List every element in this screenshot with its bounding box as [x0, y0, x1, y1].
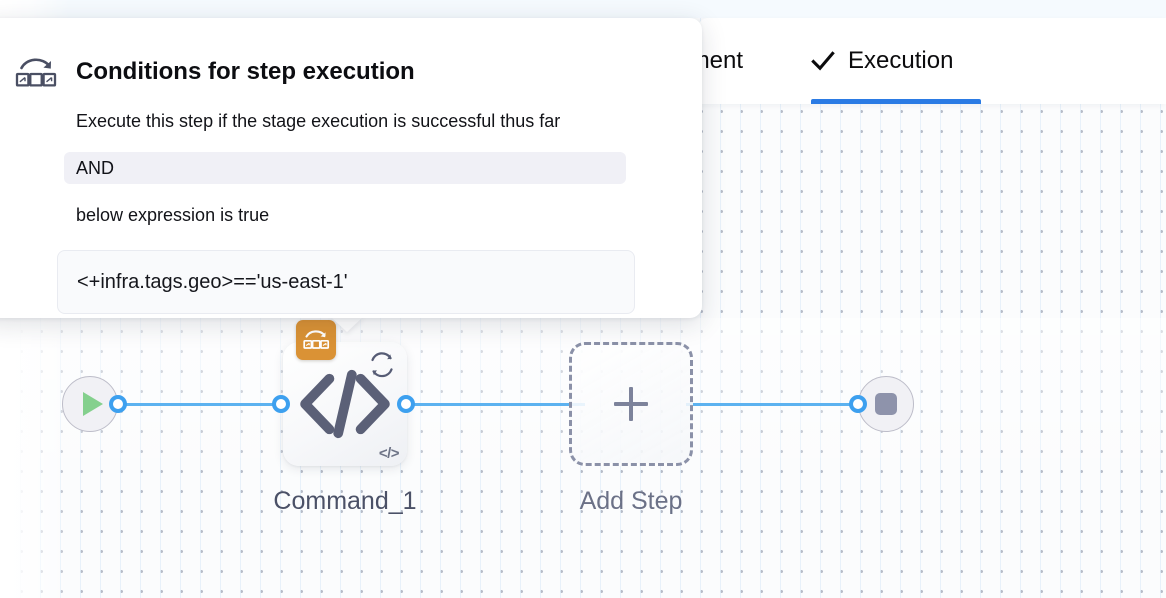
- step-type-badge: [296, 320, 336, 360]
- command-node-output-port[interactable]: [397, 395, 415, 413]
- edge-command-to-add-step: [400, 403, 585, 406]
- command-shell-icon: [14, 52, 58, 92]
- stop-icon: [875, 393, 897, 415]
- step-node-label: Command_1: [273, 487, 417, 515]
- plus-icon: [614, 387, 648, 421]
- play-icon: [82, 392, 103, 416]
- condition-operator-field[interactable]: AND: [64, 152, 626, 184]
- end-node[interactable]: [858, 376, 914, 432]
- edge-add-step-to-end: [686, 403, 866, 406]
- command-node-input-port[interactable]: [272, 395, 290, 413]
- tab-execution-label: Execution: [848, 47, 954, 74]
- step-node-command-1[interactable]: </>: [283, 320, 407, 466]
- popover-title: Conditions for step execution: [76, 58, 415, 85]
- end-node-input-port[interactable]: [849, 395, 867, 413]
- condition-expression-field[interactable]: <+infra.tags.geo>=='us-east-1': [57, 250, 635, 314]
- command-shell-icon: [303, 330, 330, 349]
- tab-execution[interactable]: Execution: [811, 18, 997, 104]
- add-step-label: Add Step: [579, 487, 683, 515]
- check-icon: [811, 50, 835, 72]
- tab-bar: ronment Execution: [655, 18, 997, 104]
- edge-start-to-command: [118, 403, 290, 406]
- code-snippet-mini-icon: </>: [378, 445, 400, 462]
- step-execution-conditions-popover: Conditions for step execution Execute th…: [0, 18, 702, 318]
- condition-description-line-2: below expression is true: [76, 205, 270, 225]
- start-node-output-port[interactable]: [109, 395, 127, 413]
- condition-description-line-1: Execute this step if the stage execution…: [76, 111, 561, 131]
- code-icon: [283, 342, 407, 466]
- add-step-button[interactable]: [569, 342, 693, 466]
- popover-pointer-tail: [330, 316, 364, 332]
- pipeline-tabs-header: ronment Execution: [655, 18, 1166, 104]
- retry-loop-icon: [365, 348, 399, 382]
